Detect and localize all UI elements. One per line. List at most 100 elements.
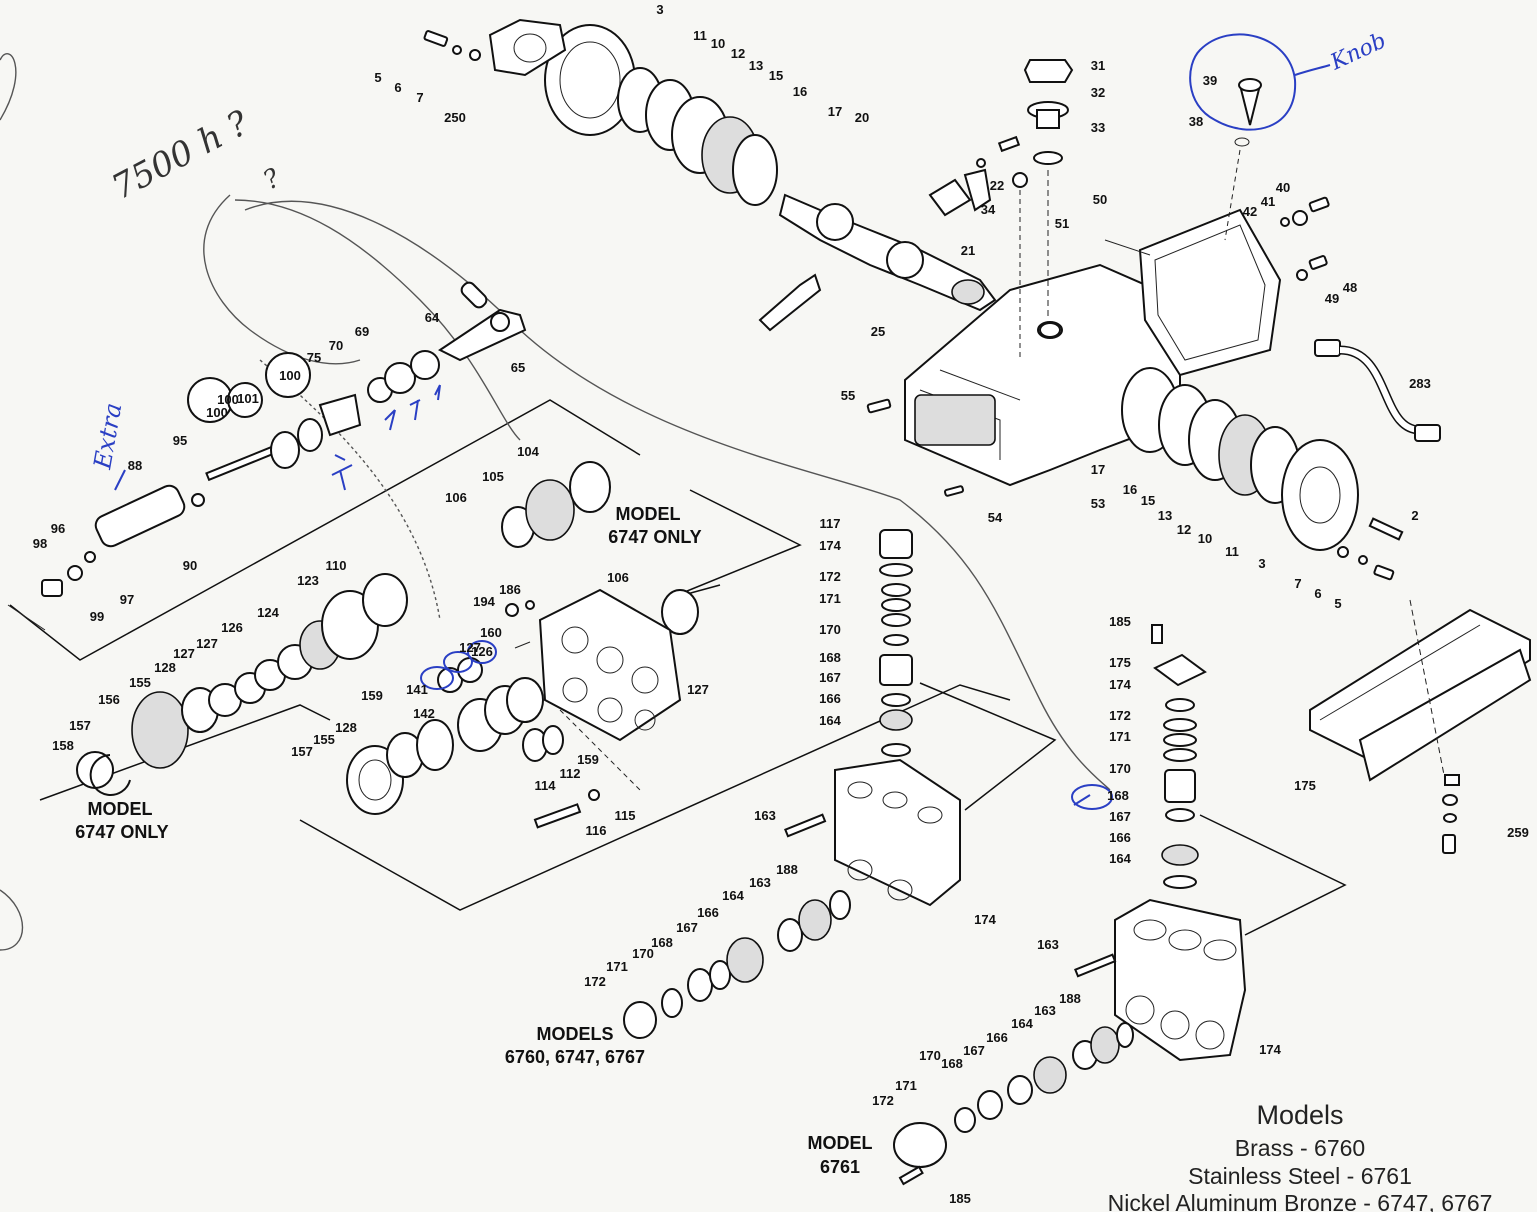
part-callout: 167 bbox=[1109, 809, 1131, 824]
part-callout: 157 bbox=[69, 718, 91, 733]
part-callout: 194 bbox=[473, 594, 495, 609]
base-rail-259 bbox=[1309, 599, 1532, 782]
blue-annotation-marks bbox=[114, 33, 1331, 810]
part-callout: 174 bbox=[1109, 677, 1131, 692]
seals-104-106 bbox=[501, 461, 699, 635]
caption-model-6747-left-line2: 6747 ONLY bbox=[75, 822, 168, 842]
part-callout: 174 bbox=[974, 912, 996, 927]
part-callout: 69 bbox=[355, 324, 369, 339]
caption-model-6747-top-line1: MODEL bbox=[616, 504, 681, 524]
part-callout: 3 bbox=[656, 2, 663, 17]
part-callout: 127 bbox=[459, 640, 481, 655]
part-callout: 127 bbox=[687, 682, 709, 697]
caption-models-line1: MODELS bbox=[536, 1024, 613, 1044]
part-callout: 11 bbox=[1225, 544, 1239, 559]
part-callout: 166 bbox=[697, 905, 719, 920]
crankshaft bbox=[778, 193, 997, 312]
part-callout: 159 bbox=[577, 752, 599, 767]
part-callout: 3 bbox=[1258, 556, 1265, 571]
part-callout: 100 bbox=[217, 392, 239, 407]
part-callout: 114 bbox=[535, 778, 557, 793]
breather-valve-knob bbox=[1224, 78, 1262, 241]
part-callout: 22 bbox=[990, 178, 1004, 193]
part-callout: 128 bbox=[154, 660, 176, 675]
part-callout: 53 bbox=[1091, 496, 1105, 511]
caption-model-6747-top-line2: 6747 ONLY bbox=[608, 527, 701, 547]
part-callout: 171 bbox=[895, 1078, 917, 1093]
part-callout: 157 bbox=[291, 744, 313, 759]
part-callout: 100 bbox=[206, 405, 228, 420]
right-small-parts bbox=[866, 398, 1404, 581]
part-callout: 158 bbox=[52, 738, 74, 753]
part-callout: 6 bbox=[394, 80, 401, 95]
part-callout: 40 bbox=[1276, 180, 1290, 195]
part-callout: 155 bbox=[313, 732, 335, 747]
part-callout: 20 bbox=[855, 110, 869, 125]
part-callout: 11 bbox=[693, 28, 707, 43]
part-callout: 117 bbox=[820, 516, 841, 531]
part-callout: 64 bbox=[425, 310, 440, 325]
part-callout: 172 bbox=[584, 974, 606, 989]
part-callout: 106 bbox=[445, 490, 467, 505]
part-callout: 49 bbox=[1325, 291, 1339, 306]
part-callout: 188 bbox=[1059, 991, 1081, 1006]
part-callout: 70 bbox=[329, 338, 343, 353]
part-callout: 128 bbox=[335, 720, 357, 735]
part-callout: 41 bbox=[1261, 194, 1275, 209]
part-callout: 13 bbox=[749, 58, 763, 73]
part-callout: 16 bbox=[793, 84, 807, 99]
part-callout: 104 bbox=[517, 444, 539, 459]
part-callout: 175 bbox=[1294, 778, 1316, 793]
caption-model-6761-line2: 6761 bbox=[820, 1157, 860, 1177]
part-callout: 163 bbox=[1037, 937, 1059, 952]
handwritten-note-knob: Knob bbox=[1326, 28, 1390, 76]
part-callout: 10 bbox=[1198, 531, 1212, 546]
packing-stack-model-6747 bbox=[76, 573, 408, 796]
part-callout: 5 bbox=[1334, 596, 1341, 611]
manifold-right-185 bbox=[1074, 898, 1247, 1062]
hose-283 bbox=[1314, 339, 1441, 442]
part-callout: 166 bbox=[1109, 830, 1131, 845]
part-callout: 48 bbox=[1343, 280, 1357, 295]
valve-stack-diagonal-right bbox=[893, 1022, 1134, 1186]
part-callout: 39 bbox=[1203, 73, 1217, 88]
caption-model-6747-left-line1: MODEL bbox=[88, 799, 153, 819]
part-callout: 13 bbox=[1158, 508, 1172, 523]
part-callout: 105 bbox=[482, 469, 504, 484]
part-callout: 172 bbox=[819, 569, 841, 584]
part-callout: 100 bbox=[279, 368, 301, 383]
part-callout: 164 bbox=[819, 713, 841, 728]
part-callout: 55 bbox=[841, 388, 855, 403]
oil-cap-stack bbox=[1023, 59, 1074, 338]
part-callout: 155 bbox=[129, 675, 151, 690]
manifold-bracket-outline bbox=[299, 489, 1347, 936]
part-callout: 124 bbox=[257, 605, 279, 620]
part-callout: 167 bbox=[963, 1043, 985, 1058]
part-callout: 163 bbox=[1034, 1003, 1056, 1018]
part-callout: 170 bbox=[919, 1048, 941, 1063]
part-callout: 38 bbox=[1189, 114, 1203, 129]
part-callout: 174 bbox=[1259, 1042, 1281, 1057]
part-callout: 127 bbox=[173, 646, 195, 661]
part-callout: 168 bbox=[819, 650, 841, 665]
part-callout: 142 bbox=[413, 706, 435, 721]
part-callout: 171 bbox=[1109, 729, 1131, 744]
part-callout: 259 bbox=[1507, 825, 1529, 840]
part-callout: 175 bbox=[1109, 655, 1131, 670]
part-callout: 34 bbox=[981, 202, 996, 217]
handwritten-note-pencil: ? bbox=[259, 163, 287, 196]
manifold-center-185 bbox=[784, 758, 961, 907]
handwritten-notes: 7500 h ? ? Knob Extra bbox=[88, 28, 1390, 472]
bearing-stack-top bbox=[544, 24, 778, 206]
model-6747-bracket-outline bbox=[7, 399, 641, 801]
part-callout: 54 bbox=[988, 510, 1003, 525]
part-callout: 17 bbox=[1091, 462, 1105, 477]
part-callout: 12 bbox=[731, 46, 745, 61]
part-callout: 33 bbox=[1091, 120, 1105, 135]
part-callout: 2 bbox=[1411, 508, 1418, 523]
part-callout: 32 bbox=[1091, 85, 1105, 100]
part-callout: 156 bbox=[98, 692, 120, 707]
